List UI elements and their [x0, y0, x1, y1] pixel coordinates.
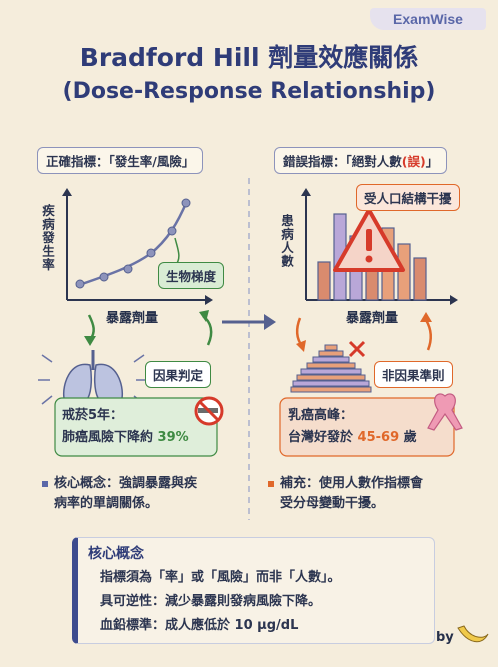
smoking-percent: 39%: [157, 430, 189, 445]
right-header: 錯誤指標：「絕對人數(誤)」: [274, 147, 448, 174]
supp-note-line2: 受分母變動干擾。: [280, 496, 385, 511]
breast-suffix: 歲: [403, 430, 417, 445]
left-y-arrowhead: [62, 188, 72, 196]
core-concept-title: 核心概念: [88, 546, 144, 562]
no-smoking-icon: [194, 396, 224, 426]
population-pyramid-icon: [290, 344, 372, 393]
bullet-right: [268, 481, 274, 487]
breast-prefix: 台灣好發於: [288, 430, 354, 445]
right-header-wrong: (誤): [401, 154, 426, 169]
right-y-label: 患病人數: [279, 214, 294, 268]
left-x-arrowhead: [205, 295, 213, 305]
warning-icon: [333, 208, 405, 272]
right-header-prefix: 錯誤指標：「絕對人數: [283, 154, 402, 169]
smoking-line2: 肺癌風險下降約 39%: [62, 428, 189, 448]
core-note-line1: 核心概念：強調暴露與疾: [54, 476, 198, 491]
cross-icon: [348, 340, 366, 358]
up-arrow-orange: [424, 319, 432, 351]
bullet-left: [42, 481, 48, 487]
curve-points: [75, 198, 191, 289]
core-concept-panel: [72, 537, 435, 644]
breast-age: 45-69: [357, 430, 400, 445]
byline: by: [436, 630, 454, 645]
down-arrow-orange: [296, 317, 304, 347]
page-title: Bradford Hill 劑量效應關係: [79, 43, 419, 72]
core-line-2: 具可逆性：減少暴露則發病風險下降。: [100, 594, 322, 609]
gradient-label: 生物梯度: [158, 262, 225, 289]
pink-ribbon-icon: [427, 393, 463, 431]
core-line-1: 指標須為「率」或「風險」而非「人數」。: [100, 570, 341, 585]
breast-line1: 乳癌高峰：: [288, 408, 354, 423]
page-subtitle: (Dose-Response Relationship): [62, 79, 436, 104]
banana-icon: [457, 625, 489, 643]
smoking-text: 肺癌風險下降約: [62, 430, 154, 445]
right-x-label: 暴露劑量: [346, 311, 399, 326]
core-note-line2: 病率的單調關係。: [54, 496, 159, 511]
causal-label: 因果判定: [145, 361, 212, 388]
right-header-suffix: 」: [425, 154, 439, 169]
left-header: 正確指標：「發生率/風險」: [37, 147, 204, 174]
core-line-3: 血鉛標準：成人應低於 10 μg/dL: [100, 618, 299, 633]
smoking-line1: 戒菸5年：: [62, 408, 124, 423]
noncausal-label: 非因果準則: [374, 361, 453, 388]
brand-logo: ExamWise: [370, 8, 486, 30]
breast-line2: 台灣好發於 45-69 歲: [288, 428, 417, 448]
supp-note-line1: 補充：使用人數作指標會: [280, 476, 424, 491]
curved-arrow-green: [202, 315, 213, 346]
structure-label: 受人口結構干擾: [356, 184, 460, 211]
left-x-label: 暴露劑量: [106, 311, 159, 326]
left-y-label: 疾病發生率: [40, 204, 55, 272]
smoking-box: [54, 397, 218, 457]
lungs-icon: [38, 350, 148, 405]
